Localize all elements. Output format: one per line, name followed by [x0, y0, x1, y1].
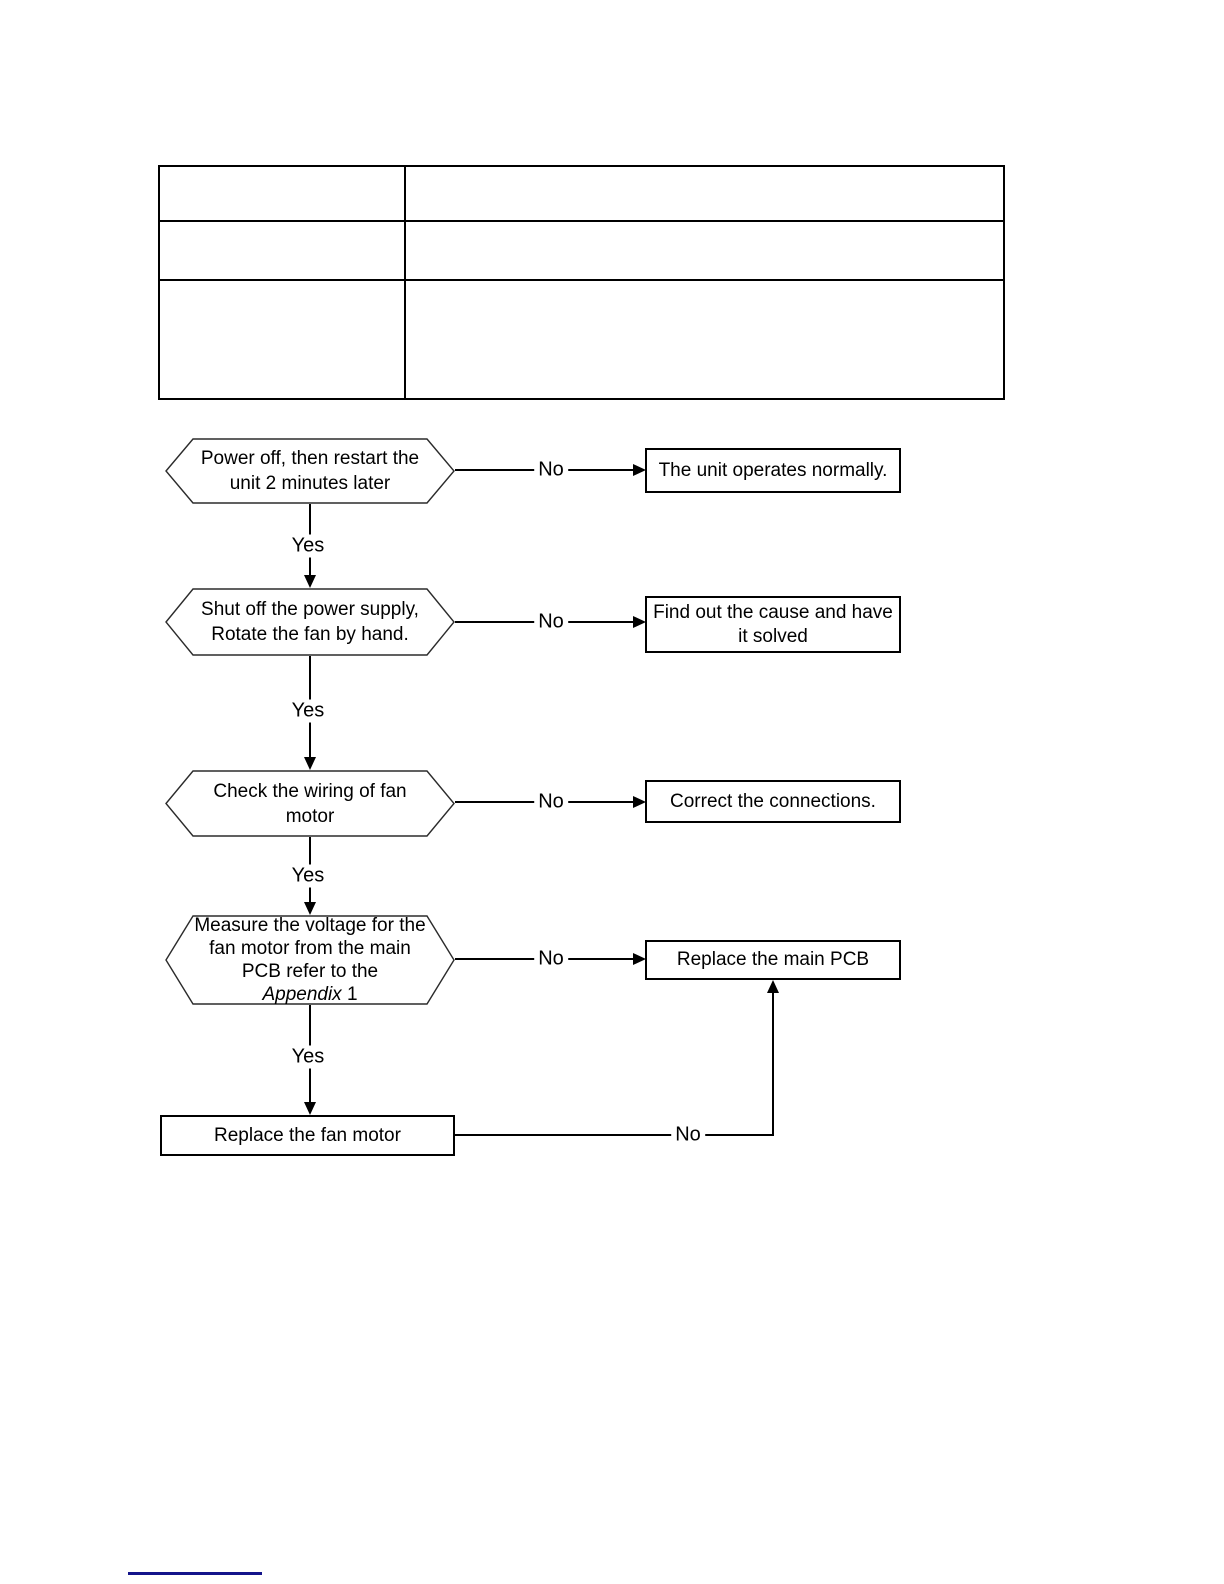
- result-replace-main-pcb: Replace the main PCB: [645, 940, 901, 980]
- footer-rule: [128, 1572, 262, 1575]
- no-label: No: [534, 610, 568, 634]
- no-label: No: [534, 947, 568, 971]
- info-table: [158, 165, 1005, 400]
- table-cell: [404, 165, 1005, 222]
- hexagon-shape: [165, 770, 455, 837]
- appendix-reference: Appendix: [262, 984, 342, 1005]
- result-correct-connections: Correct the connections.: [645, 780, 901, 823]
- table-cell: [158, 279, 406, 400]
- decision-text-line: motor: [285, 805, 335, 827]
- arrow-down-icon: [304, 1102, 316, 1115]
- no-label: No: [534, 790, 568, 814]
- decision-text-line: PCB refer to the: [241, 961, 379, 982]
- arrow-right-icon: [633, 953, 646, 965]
- hexagon-shape: [165, 588, 455, 656]
- table-row: [158, 165, 1005, 222]
- yes-label: Yes: [287, 534, 329, 558]
- decision-text-line: Rotate the fan by hand.: [211, 624, 409, 645]
- table-cell: [158, 165, 406, 222]
- appendix-number: 1: [341, 984, 358, 1005]
- decision-power-restart: Power off, then restart the unit 2 minut…: [165, 438, 455, 504]
- table-row: [158, 279, 1005, 400]
- table-cell: [404, 279, 1005, 400]
- table-row: [158, 220, 1005, 281]
- arrow-right-icon: [633, 616, 646, 628]
- yes-label: Yes: [287, 699, 329, 723]
- arrow-up-icon: [767, 980, 779, 993]
- decision-text-line: unit 2 minutes later: [229, 473, 391, 494]
- arrow-down-icon: [304, 575, 316, 588]
- decision-text-line: Power off, then restart the: [200, 448, 420, 469]
- decision-text-line: Appendix 1: [262, 983, 357, 1006]
- decision-text-line: Check the wiring of fan: [213, 780, 407, 802]
- arrow-down-icon: [304, 757, 316, 770]
- decision-text-line: fan motor from the main: [209, 938, 411, 959]
- decision-rotate-fan: Shut off the power supply, Rotate the fa…: [165, 588, 455, 656]
- table-cell: [404, 220, 1005, 281]
- arrow-right-icon: [633, 464, 646, 476]
- decision-text-line: Shut off the power supply,: [201, 599, 419, 620]
- arrow-right-icon: [633, 796, 646, 808]
- arrow-down-icon: [304, 902, 316, 915]
- result-unit-operates-normally: The unit operates normally.: [645, 448, 901, 493]
- decision-text-line: Measure the voltage for the: [194, 915, 426, 936]
- decision-check-wiring: Check the wiring of fan motor: [165, 770, 455, 837]
- no-label: No: [671, 1123, 705, 1147]
- hexagon-shape: [165, 438, 455, 504]
- result-find-cause: Find out the cause and have it solved: [645, 596, 901, 653]
- yes-label: Yes: [287, 1045, 329, 1069]
- decision-measure-voltage: Measure the voltage for the fan motor fr…: [165, 915, 455, 1005]
- feedback-connector-vertical: [772, 991, 774, 1136]
- no-label: No: [534, 458, 568, 482]
- yes-label: Yes: [287, 864, 329, 888]
- hexagon-shape: [165, 915, 455, 1005]
- table-cell: [158, 220, 406, 281]
- action-replace-fan-motor: Replace the fan motor: [160, 1115, 455, 1156]
- feedback-connector-horizontal: [455, 1134, 773, 1136]
